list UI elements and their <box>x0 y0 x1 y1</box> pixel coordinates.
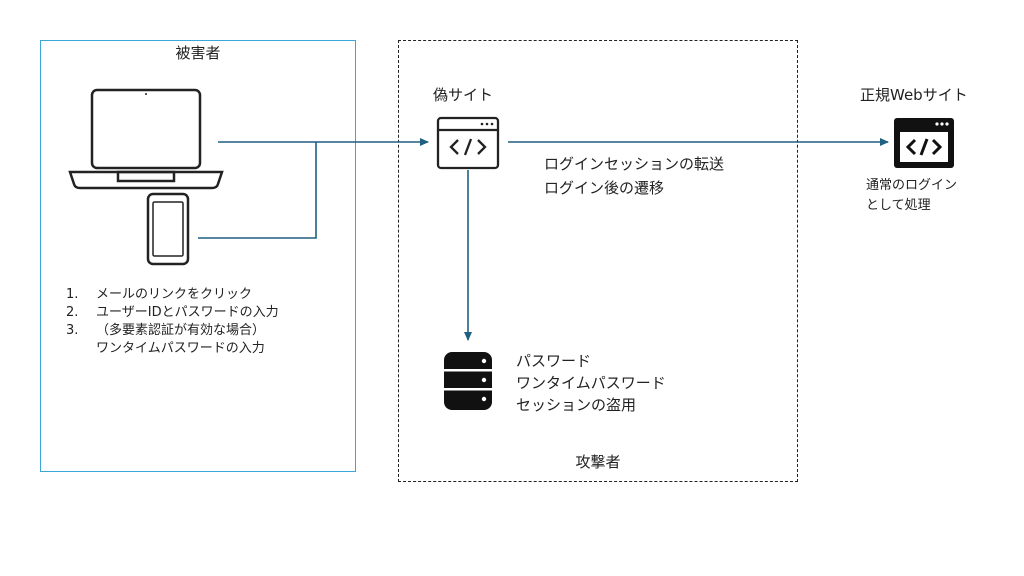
step-item: 3.（多要素認証が有効な場合） <box>66 323 266 338</box>
code-window-icon <box>436 116 500 170</box>
fake-site-label: 偽サイト <box>433 86 494 104</box>
legit-line: 通常のログイン <box>866 178 958 193</box>
stolen-item: セッションの盗用 <box>516 396 637 414</box>
legit-code-window-icon <box>894 118 954 168</box>
legit-site-description: 通常のログイン として処理 <box>866 176 957 216</box>
legit-line: として処理 <box>866 198 931 213</box>
stolen-item: ワンタイムパスワード <box>516 374 666 392</box>
attacker-title: 攻撃者 <box>575 453 621 471</box>
flow-line: ログイン後の遷移 <box>544 179 665 197</box>
smartphone-icon <box>146 192 190 266</box>
attacker-box <box>398 40 798 482</box>
victim-title: 被害者 <box>175 44 221 62</box>
stolen-info: パスワード ワンタイムパスワード セッションの盗用 <box>516 350 666 416</box>
flow-description: ログインセッションの転送 ログイン後の遷移 <box>544 152 724 200</box>
step-item: ワンタイムパスワードの入力 <box>96 341 265 356</box>
flow-line: ログインセッションの転送 <box>544 155 725 173</box>
legit-site-title: 正規Webサイト <box>860 86 968 104</box>
laptop-icon <box>68 88 224 190</box>
step-item: 2.ユーザーIDとパスワードの入力 <box>66 305 279 320</box>
smartphone-connector <box>198 142 317 239</box>
step-item: 1.メールのリンクをクリック <box>66 287 253 302</box>
stolen-item: パスワード <box>516 352 592 370</box>
database-icon <box>444 352 492 410</box>
victim-steps: 1.メールのリンクをクリック 2.ユーザーIDとパスワードの入力 3.（多要素認… <box>66 286 279 358</box>
victim-box <box>40 40 356 472</box>
